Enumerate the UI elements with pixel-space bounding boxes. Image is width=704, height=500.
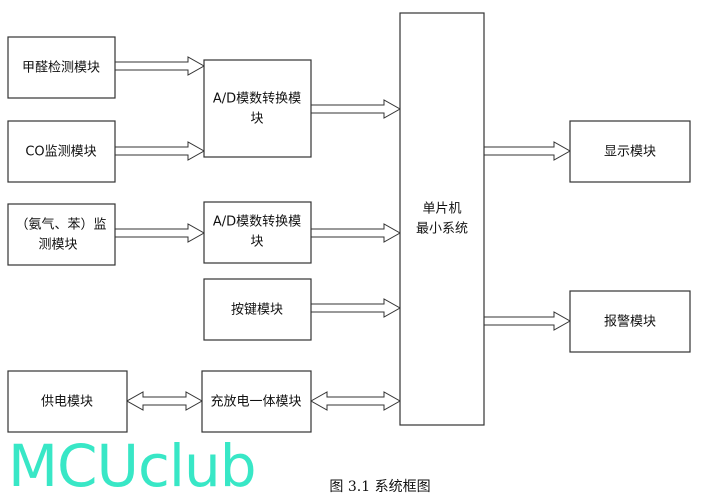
arrow-charge-mcu-bidirectional xyxy=(309,391,402,411)
block-label: 单片机 xyxy=(422,202,461,217)
block-label: A/D模数转换模 xyxy=(213,92,301,107)
block-ammonia-benzene: （氨气、苯）监 测模块 xyxy=(7,203,116,266)
arrow-mcu-to-alarm xyxy=(483,311,572,331)
arrow-mcu-to-display xyxy=(483,141,572,161)
block-label: 块 xyxy=(250,235,263,250)
block-label: 按键模块 xyxy=(231,303,283,318)
block-keys: 按键模块 xyxy=(203,278,312,341)
block-label: CO监测模块 xyxy=(25,145,96,160)
block-formaldehyde: 甲醛检测模块 xyxy=(7,36,116,99)
block-ad-converter-2: A/D模数转换模 块 xyxy=(203,201,312,264)
arrow-ad1-to-mcu xyxy=(310,99,402,119)
arrow-ad2-to-mcu xyxy=(310,223,402,243)
arrow-keys-to-mcu xyxy=(310,298,402,318)
arrow-power-charge-bidirectional xyxy=(125,391,204,411)
block-mcu: 单片机 最小系统 xyxy=(399,12,485,426)
block-label: A/D模数转换模 xyxy=(213,215,301,230)
arrow-formaldehyde-to-ad1 xyxy=(114,56,206,76)
arrows xyxy=(114,56,572,411)
block-display: 显示模块 xyxy=(569,120,691,183)
block-co: CO监测模块 xyxy=(7,120,116,183)
block-alarm: 报警模块 xyxy=(569,290,691,353)
arrow-co-to-ad1 xyxy=(114,141,206,161)
block-charge-discharge: 充放电一体模块 xyxy=(201,370,312,433)
block-power: 供电模块 xyxy=(7,370,128,433)
block-ad-converter-1: A/D模数转换模 块 xyxy=(203,59,312,158)
arrow-ammonia-to-ad2 xyxy=(114,223,206,243)
block-label: 甲醛检测模块 xyxy=(22,60,100,76)
block-label: 报警模块 xyxy=(604,314,656,330)
block-label: 充放电一体模块 xyxy=(210,394,301,410)
block-label: 显示模块 xyxy=(604,145,656,160)
block-label: 最小系统 xyxy=(416,222,468,237)
block-label: 测模块 xyxy=(38,238,77,253)
figure-caption: 图 3.1 系统框图 xyxy=(329,479,430,495)
block-label: 块 xyxy=(250,112,263,127)
block-label: 供电模块 xyxy=(41,395,93,410)
block-label: （氨气、苯）监 xyxy=(15,217,106,233)
